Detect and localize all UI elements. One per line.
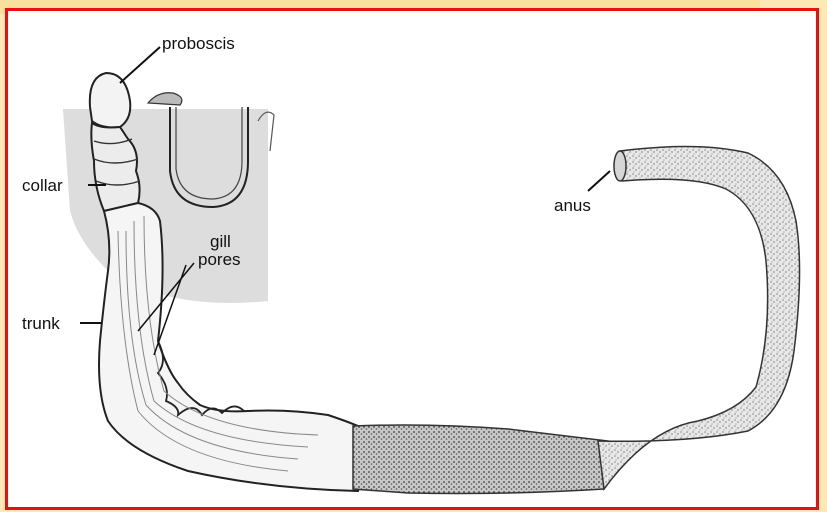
proboscis-leader — [120, 47, 160, 83]
label-proboscis: proboscis — [162, 34, 235, 53]
diagram-panel: proboscis collar gill pores trunk anus — [5, 8, 819, 510]
label-gill: gill — [210, 232, 231, 251]
anus-leader — [588, 171, 610, 191]
label-pores: pores — [198, 250, 241, 269]
label-trunk: trunk — [22, 314, 60, 333]
label-anus: anus — [554, 196, 591, 215]
hepatic-region — [353, 425, 608, 494]
label-collar: collar — [22, 176, 63, 195]
anus-opening — [614, 151, 626, 181]
acorn-worm-diagram: proboscis collar gill pores trunk anus — [8, 11, 816, 507]
casting-mound — [148, 93, 182, 105]
proboscis — [90, 73, 130, 127]
abdominal-trunk — [598, 146, 800, 489]
